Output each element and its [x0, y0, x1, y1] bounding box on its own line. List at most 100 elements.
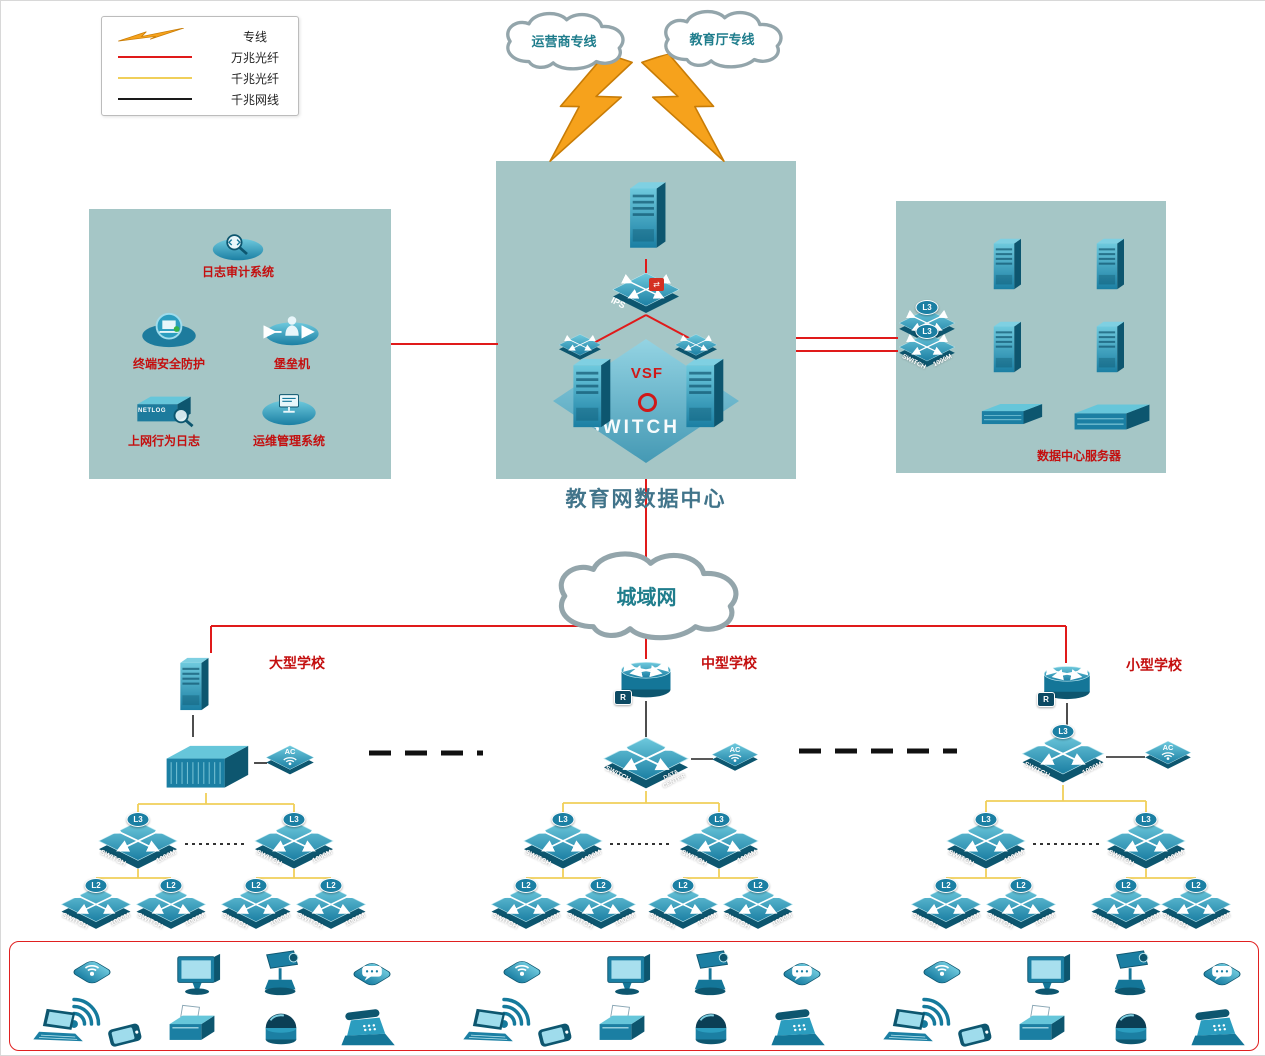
- ptz-camera: [689, 949, 737, 999]
- server-icon: [1089, 317, 1129, 377]
- l2-badge: L2: [746, 878, 770, 893]
- smartphone-icon: [951, 1021, 999, 1051]
- legend-item-label: 千兆网线: [230, 93, 279, 107]
- smartphone-icon: [531, 1021, 579, 1051]
- cloud-label: 教育厅专线: [689, 32, 755, 47]
- printer-icon: [1014, 1003, 1070, 1047]
- wireless-ap: [916, 955, 968, 991]
- server-icon: [986, 234, 1026, 294]
- dc-rack-server: [1071, 399, 1153, 435]
- dome-camera-icon: [689, 1005, 733, 1051]
- endpoint-security-device: [137, 309, 201, 351]
- school2-ac-controller: AC: [711, 741, 759, 773]
- camera-icon: [1109, 949, 1157, 999]
- l2-switch: L2 SWITCH 1000M: [1088, 878, 1164, 931]
- chat-icon: [776, 957, 828, 993]
- camera-icon: [689, 949, 737, 999]
- ac-badge: AC: [729, 745, 741, 754]
- desktop-computer: [169, 953, 227, 999]
- l2-badge: L2: [319, 878, 343, 893]
- bastion-host-label: 堡垒机: [273, 357, 310, 371]
- l3-badge: L3: [915, 300, 939, 315]
- dc-rack-server: [979, 397, 1045, 431]
- l2-switch: L2 SWITCH 1000M: [1158, 878, 1234, 931]
- desk-phone: [1191, 1009, 1249, 1049]
- dc-switch-upper: L3: [898, 300, 956, 345]
- l2-badge: L2: [1009, 878, 1033, 893]
- cloud-label: 运营商专线: [531, 34, 597, 49]
- dc-server: [986, 234, 1026, 294]
- chat-icon: [346, 957, 398, 993]
- dc-server: [1089, 317, 1129, 377]
- school-name: 小型学校: [1126, 657, 1182, 673]
- ac-badge: AC: [284, 747, 296, 756]
- log-audit-icon: [206, 227, 270, 263]
- metro-network-cloud: 城域网: [539, 547, 754, 641]
- laptop: [31, 1007, 89, 1047]
- l2-switch: L2 SWITCH 1000M: [58, 878, 134, 931]
- dc-server: [1089, 234, 1129, 294]
- l3-badge: L3: [551, 812, 575, 827]
- l3-badge: L3: [282, 812, 306, 827]
- school1-core-switch: [159, 735, 254, 793]
- endpoint-group-3: [871, 943, 1265, 1051]
- dome-camera: [259, 1005, 303, 1051]
- legend-item-label: 千兆光纤: [230, 72, 279, 86]
- l2-badge: L2: [244, 878, 268, 893]
- school-name: 中型学校: [701, 655, 757, 671]
- desk-phone-icon: [771, 1009, 829, 1049]
- desk-phone-icon: [1191, 1009, 1249, 1049]
- school3-router: R: [1037, 661, 1093, 707]
- endpoint-group-1: [21, 943, 451, 1051]
- school3-core-switch: L3 SWITCH 1000M: [1020, 724, 1106, 785]
- router-badge: R: [614, 690, 632, 705]
- red-line-sample: [118, 56, 192, 58]
- ips-device: ⇄ IPS: [609, 271, 682, 315]
- wireless-ap: [66, 955, 118, 991]
- printer-icon: [164, 1003, 220, 1047]
- yellow-line-sample: [118, 77, 192, 79]
- legend-item-label: 专线: [242, 30, 267, 44]
- school2-core-switch: SWITCH DATA CENTER: [601, 735, 691, 791]
- ips-chip-icon: ⇄: [649, 278, 664, 291]
- l3-switch: L3 SWITCH 1000M: [1104, 812, 1188, 871]
- legend: 专线 万兆光纤 千兆光纤 千兆网线: [101, 16, 299, 116]
- dome-camera-icon: [259, 1005, 303, 1051]
- ops-management-device: [257, 387, 321, 427]
- isp-cloud: 运营商专线: [489, 9, 639, 71]
- server-icon: [1089, 234, 1129, 294]
- printer: [594, 1003, 650, 1047]
- printer-icon: [594, 1003, 650, 1047]
- endpoint-security-icon: [137, 309, 201, 351]
- l2-badge: L2: [589, 878, 613, 893]
- l2-switch: L2 SWITCH 1000M: [218, 878, 294, 931]
- rack-icon: [1071, 399, 1153, 435]
- endpoint-security-label: 终端安全防护: [132, 357, 205, 371]
- lightning-icon: [116, 28, 188, 43]
- l2-switch: L2 SWITCH 1000M: [133, 878, 209, 931]
- wireless-ap: [496, 955, 548, 991]
- desktop-computer: [1019, 953, 1077, 999]
- rack-icon: [979, 397, 1045, 431]
- l3-switch: L3 SWITCH 1000M: [252, 812, 336, 871]
- bastion-host-icon: [260, 311, 324, 349]
- desk-phone-icon: [341, 1009, 399, 1049]
- switch-icon: [1020, 731, 1106, 785]
- l2-badge: L2: [1184, 878, 1208, 893]
- laptop: [881, 1007, 939, 1047]
- l3-switch: L3 SWITCH 1000M: [944, 812, 1028, 871]
- school3-ac-controller: AC: [1144, 739, 1192, 771]
- server-module-left: [557, 333, 603, 361]
- messaging-device: [776, 957, 828, 993]
- legend-item-label: 万兆光纤: [230, 51, 279, 65]
- ac-badge: AC: [1162, 743, 1174, 752]
- l2-badge: L2: [514, 878, 538, 893]
- laptop-icon: [881, 1007, 939, 1047]
- desk-phone: [771, 1009, 829, 1049]
- l2-badge: L2: [934, 878, 958, 893]
- l2-switch: L2 SWITCH 1000M: [293, 878, 369, 931]
- desktop-icon: [169, 953, 227, 999]
- datacenter-title: 教育网数据中心: [565, 487, 727, 511]
- switch-icon: [673, 333, 719, 361]
- laptop-icon: [31, 1007, 89, 1047]
